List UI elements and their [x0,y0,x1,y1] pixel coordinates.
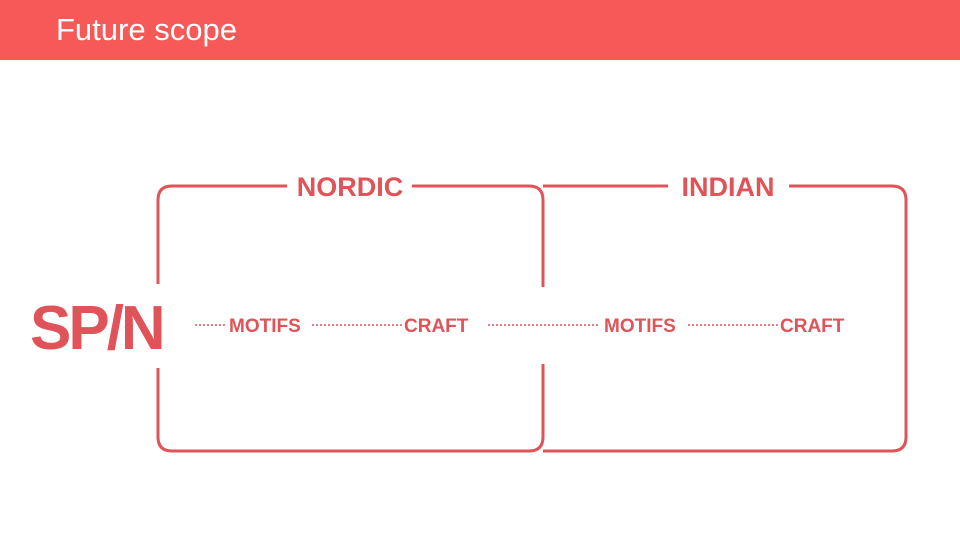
page-title: Future scope [56,12,237,47]
node-craft-nordic: CRAFT [404,316,469,337]
header-bar: Future scope [0,0,960,60]
node-craft-indian: CRAFT [780,316,845,337]
node-motifs-indian: MOTIFS [604,316,676,337]
spin-logo: SP/N [30,294,163,363]
node-motifs-nordic: MOTIFS [229,316,301,337]
indian-box [543,184,908,453]
group-label-indian: INDIAN [682,172,775,202]
group-label-nordic: NORDIC [297,172,404,202]
nordic-box [156,184,545,453]
